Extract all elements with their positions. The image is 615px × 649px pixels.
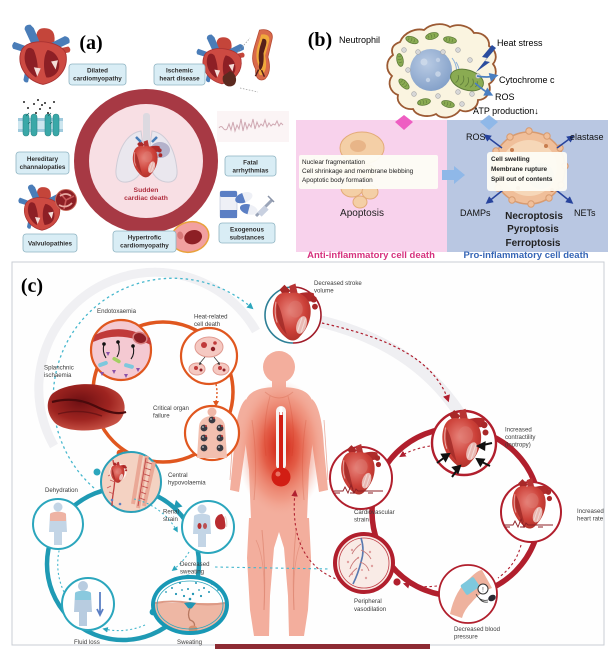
svg-text:Necroptosis: Necroptosis	[505, 211, 563, 222]
svg-text:Decreased: Decreased	[180, 561, 209, 568]
svg-text:hypovolaemia: hypovolaemia	[168, 480, 206, 487]
svg-text:Decreased stroke: Decreased stroke	[314, 280, 362, 287]
svg-text:cardiac death: cardiac death	[124, 195, 168, 202]
svg-text:contractility: contractility	[505, 434, 536, 441]
svg-text:(c): (c)	[21, 275, 43, 297]
svg-text:Endotoxaemia: Endotoxaemia	[97, 308, 137, 315]
svg-text:Spill out of contents: Spill out of contents	[491, 176, 553, 183]
svg-text:Apoptosis: Apoptosis	[340, 208, 384, 219]
svg-text:Neutrophil: Neutrophil	[339, 35, 380, 45]
svg-text:sweating: sweating	[180, 569, 204, 576]
svg-text:Membrane rupture: Membrane rupture	[491, 166, 548, 173]
svg-text:cardiomyopathy: cardiomyopathy	[120, 243, 169, 250]
svg-text:cardiomyopathy: cardiomyopathy	[73, 76, 122, 83]
svg-text:ischaemia: ischaemia	[44, 372, 72, 379]
svg-text:heart rate: heart rate	[577, 516, 604, 523]
svg-text:Anti-inflammatory cell death: Anti-inflammatory cell death	[307, 250, 435, 261]
svg-text:DAMPs: DAMPs	[460, 208, 491, 218]
svg-text:arrhythmias: arrhythmias	[232, 168, 269, 175]
svg-text:Exogenous: Exogenous	[230, 227, 264, 234]
svg-text:Dilated: Dilated	[87, 68, 108, 75]
svg-text:volume: volume	[314, 288, 334, 295]
svg-text:vasodilation: vasodilation	[354, 606, 386, 613]
svg-text:Cardiovascular: Cardiovascular	[354, 509, 395, 516]
svg-text:Peripheral: Peripheral	[354, 598, 382, 605]
svg-text:Sudden: Sudden	[134, 187, 159, 194]
svg-text:Hereditary: Hereditary	[27, 156, 59, 163]
svg-text:Hypertrofic: Hypertrofic	[128, 235, 162, 242]
svg-text:!: !	[482, 588, 484, 594]
svg-text:ATP production↓: ATP production↓	[473, 106, 539, 116]
svg-text:Ferroptosis: Ferroptosis	[505, 238, 560, 249]
svg-text:Ischemic: Ischemic	[166, 68, 193, 75]
svg-text:Splanchnic: Splanchnic	[44, 365, 74, 372]
svg-text:Renal: Renal	[163, 509, 179, 516]
svg-text:Critical organ: Critical organ	[153, 405, 189, 412]
svg-text:NETs: NETs	[574, 208, 596, 218]
svg-text:Central: Central	[168, 472, 188, 479]
svg-text:Valvulopathies: Valvulopathies	[28, 241, 73, 248]
svg-text:Increased: Increased	[505, 427, 532, 434]
svg-text:Increased: Increased	[577, 508, 604, 515]
svg-text:channalopaties: channalopaties	[20, 164, 66, 171]
svg-text:ROS: ROS	[495, 92, 515, 102]
svg-text:cell death: cell death	[194, 321, 220, 328]
svg-text:(inotropy): (inotropy)	[505, 442, 531, 449]
svg-text:strain: strain	[354, 517, 369, 524]
svg-text:Pyroptosis: Pyroptosis	[507, 224, 559, 235]
svg-text:Fluid loss: Fluid loss	[74, 639, 100, 646]
svg-text:(b): (b)	[308, 29, 332, 51]
svg-text:ROS: ROS	[466, 132, 486, 142]
svg-text:substances: substances	[230, 235, 265, 242]
svg-text:strain: strain	[163, 516, 178, 523]
svg-text:Dehydration: Dehydration	[45, 487, 78, 494]
svg-text:heart disease: heart disease	[159, 76, 200, 83]
svg-text:Fatal: Fatal	[243, 160, 258, 167]
svg-text:Cell shrinkage and membrane bl: Cell shrinkage and membrane blebbing	[302, 168, 414, 175]
svg-text:Heat-related: Heat-related	[194, 314, 228, 321]
svg-text:Cytochrome c: Cytochrome c	[499, 75, 555, 85]
svg-text:failure: failure	[153, 413, 170, 420]
svg-text:Cell swelling: Cell swelling	[491, 156, 530, 163]
svg-text:Heat stress: Heat stress	[497, 38, 543, 48]
svg-text:Pro-inflammatory cell death: Pro-inflammatory cell death	[463, 250, 588, 261]
svg-text:(a): (a)	[79, 32, 102, 54]
svg-text:elastase: elastase	[570, 132, 604, 142]
svg-text:Apoptotic body formation: Apoptotic body formation	[302, 177, 373, 184]
svg-text:Sweating: Sweating	[177, 639, 202, 646]
svg-text:Decreased blood: Decreased blood	[454, 626, 500, 633]
svg-text:pressure: pressure	[454, 634, 478, 641]
svg-text:Nuclear fragmentation: Nuclear fragmentation	[302, 159, 365, 166]
